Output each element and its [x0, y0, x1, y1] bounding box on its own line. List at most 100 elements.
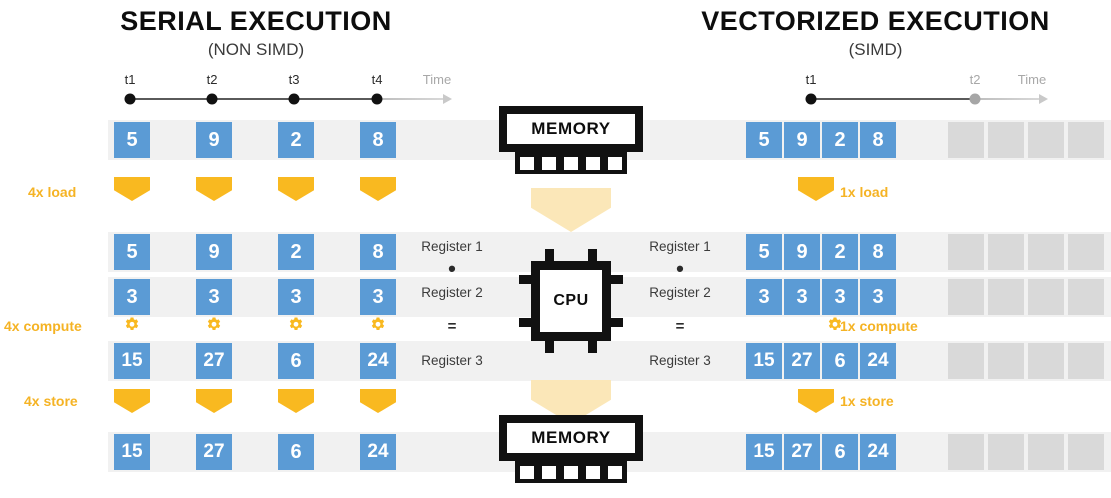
right-timeline-dot-t1: [805, 93, 817, 105]
empty-slot: [948, 234, 984, 270]
data-cell: 9: [196, 234, 232, 270]
data-cell: 6: [278, 343, 314, 379]
right-time-axis-label: Time: [1017, 72, 1047, 87]
left-tick-label-t1: t1: [124, 72, 136, 87]
data-cell: 27: [196, 434, 232, 470]
data-cell: 2: [278, 234, 314, 270]
multiply-operator: •: [448, 256, 456, 281]
data-cell: 9: [784, 234, 820, 270]
empty-slot: [1028, 234, 1064, 270]
equals-operator: =: [447, 318, 457, 335]
right-timeline-dot-t2: [969, 93, 981, 105]
data-cell: 8: [860, 234, 896, 270]
empty-slot: [988, 234, 1024, 270]
store-arrow-icon: [114, 389, 150, 413]
data-cell: 24: [360, 434, 396, 470]
chip-pin: [608, 465, 622, 479]
equals-operator: =: [675, 318, 685, 335]
chip-pin: [564, 465, 578, 479]
left-store-label: 4x store: [24, 393, 78, 409]
register-label: Register 2: [421, 285, 483, 300]
data-cell: 27: [196, 343, 232, 379]
data-cell: 2: [822, 234, 858, 270]
left-timeline-arrow-icon: [443, 94, 452, 104]
load-arrow-icon: [360, 177, 396, 201]
empty-slot: [1028, 343, 1064, 379]
data-cell: 24: [860, 343, 896, 379]
empty-slot: [1028, 279, 1064, 315]
left-panel-title: SERIAL EXECUTION: [120, 6, 392, 36]
right-panel-subtitle: (SIMD): [848, 40, 903, 59]
load-arrow-icon: [278, 177, 314, 201]
left-panel-subtitle: (NON SIMD): [207, 40, 305, 59]
left-time-axis-label: Time: [422, 72, 452, 87]
cpu-pin: [609, 318, 623, 327]
left-tick-label-t3: t3: [288, 72, 300, 87]
chip-pin: [564, 156, 578, 170]
data-cell: 3: [746, 279, 782, 315]
data-cell: 5: [114, 122, 150, 158]
left-timeline-line: [130, 98, 377, 100]
data-cell: 15: [746, 343, 782, 379]
right-timeline-line-fade: [975, 98, 1039, 100]
register-label: Register 1: [421, 239, 483, 254]
store-arrow-icon: [196, 389, 232, 413]
empty-slot: [1028, 122, 1064, 158]
empty-slot: [948, 434, 984, 470]
store-arrow-icon: [798, 389, 834, 413]
left-tick-label-t4: t4: [371, 72, 383, 87]
cpu-pin: [519, 318, 533, 327]
empty-slot: [1068, 122, 1104, 158]
chip-pin: [608, 156, 622, 170]
left-timeline-dot-t4: [371, 93, 383, 105]
chip-pin: [586, 465, 600, 479]
cpu-pin: [545, 249, 554, 263]
memory-chip-label: MEMORY: [531, 119, 611, 138]
data-cell: 27: [784, 343, 820, 379]
load-arrow-icon: [798, 177, 834, 201]
gear-icon: [826, 316, 844, 334]
left-timeline-dot-t2: [206, 93, 218, 105]
data-cell: 2: [822, 122, 858, 158]
left-compute-label: 4x compute: [4, 318, 82, 334]
chip-pin: [520, 465, 534, 479]
cpu-pin: [519, 275, 533, 284]
data-cell: 6: [278, 434, 314, 470]
cpu-label: CPU: [553, 292, 589, 309]
data-cell: 2: [278, 122, 314, 158]
chip-pin: [542, 465, 556, 479]
right-load-label: 1x load: [840, 184, 889, 200]
cpu-pin: [545, 339, 554, 353]
data-cell: 3: [360, 279, 396, 315]
memory-chip-pins: [515, 461, 627, 483]
right-timeline-arrow-icon: [1039, 94, 1048, 104]
empty-slot: [988, 434, 1024, 470]
right-store-label: 1x store: [840, 393, 894, 409]
data-cell: 5: [114, 234, 150, 270]
store-arrow-icon: [360, 389, 396, 413]
left-load-label: 4x load: [28, 184, 77, 200]
empty-slot: [988, 279, 1024, 315]
data-cell: 6: [822, 343, 858, 379]
empty-slot: [988, 122, 1024, 158]
right-panel-title: VECTORIZED EXECUTION: [701, 6, 1050, 36]
memory-chip-label: MEMORY: [531, 428, 611, 447]
data-cell: 9: [196, 122, 232, 158]
data-cell: 15: [114, 343, 150, 379]
memory-chip-body: MEMORY: [499, 106, 643, 152]
data-cell: 3: [278, 279, 314, 315]
data-cell: 24: [860, 434, 896, 470]
data-cell: 3: [860, 279, 896, 315]
register-label: Register 1: [649, 239, 711, 254]
left-timeline-dot-t3: [288, 93, 300, 105]
right-tick-label-t1: t1: [805, 72, 817, 87]
chip-pin: [586, 156, 600, 170]
cpu-pin: [609, 275, 623, 284]
data-cell: 3: [196, 279, 232, 315]
cpu-pin: [588, 339, 597, 353]
cpu-core: CPU: [531, 261, 611, 341]
gear-icon: [287, 316, 305, 334]
empty-slot: [948, 122, 984, 158]
register-label: Register 2: [649, 285, 711, 300]
gear-icon: [369, 316, 387, 334]
